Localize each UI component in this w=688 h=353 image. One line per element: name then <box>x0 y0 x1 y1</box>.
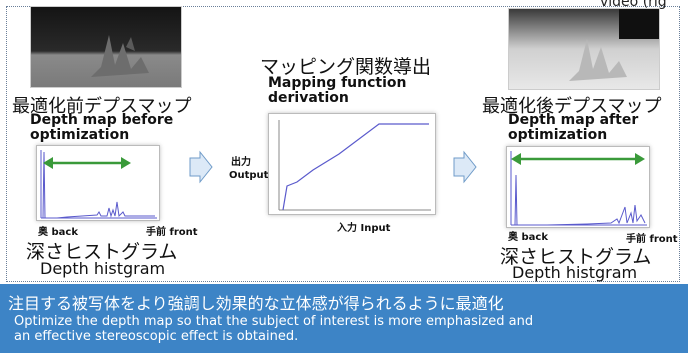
center-title-jp: マッピング関数導出 <box>260 56 432 78</box>
diagram-frame <box>6 6 680 282</box>
summary-en-2: an effective stereoscopic effect is obta… <box>14 329 299 344</box>
histogram-after-panel <box>506 146 650 228</box>
right-hist-front-label: 手前 front <box>626 234 678 245</box>
mapping-function-chart <box>278 120 431 211</box>
left-hist-title-jp: 深さヒストグラム <box>26 241 178 263</box>
depth-map-before-image <box>30 6 182 88</box>
output-label-jp: 出力 <box>231 157 251 168</box>
mapping-function-panel <box>268 113 436 215</box>
left-title-en-1: Depth map before <box>30 112 174 128</box>
output-label-en: Output <box>229 170 269 181</box>
depth-map-after-image <box>508 8 660 90</box>
left-hist-back-label: 奥 back <box>38 227 78 238</box>
process-arrow-1 <box>189 150 213 184</box>
range-arrow-before <box>43 157 131 169</box>
left-hist-title-en: Depth histgram <box>40 259 166 278</box>
input-label: 入力 Input <box>337 223 391 234</box>
process-arrow-2 <box>453 150 477 184</box>
left-title-jp: 最適化前デプスマップ <box>12 96 192 117</box>
summary-banner: 注目する被写体をより強調し効果的な立体感が得られるように最適化 Optimize… <box>0 284 688 353</box>
summary-en-1: Optimize the depth map so that the subje… <box>14 314 534 329</box>
summary-jp: 注目する被写体をより強調し効果的な立体感が得られるように最適化 <box>8 294 504 313</box>
right-title-jp: 最適化後デプスマップ <box>482 96 662 117</box>
left-hist-front-label: 手前 front <box>146 227 198 238</box>
histogram-after-chart <box>510 151 647 226</box>
right-hist-title-en: Depth histgram <box>512 263 638 282</box>
histogram-before-chart <box>40 150 157 219</box>
right-title-en-1: Depth map after <box>508 112 639 128</box>
center-title-en-1: Mapping function <box>268 75 407 91</box>
right-title-en-2: optimization <box>508 127 608 143</box>
corner-caption: video (rig <box>600 0 667 10</box>
range-arrow-after <box>511 153 645 165</box>
right-hist-back-label: 奥 back <box>508 232 548 243</box>
right-hist-title-jp: 深さヒストグラム <box>500 246 652 268</box>
histogram-before-panel <box>36 145 160 221</box>
left-title-en-2: optimization <box>30 127 130 143</box>
center-title-en-2: derivation <box>268 90 349 106</box>
